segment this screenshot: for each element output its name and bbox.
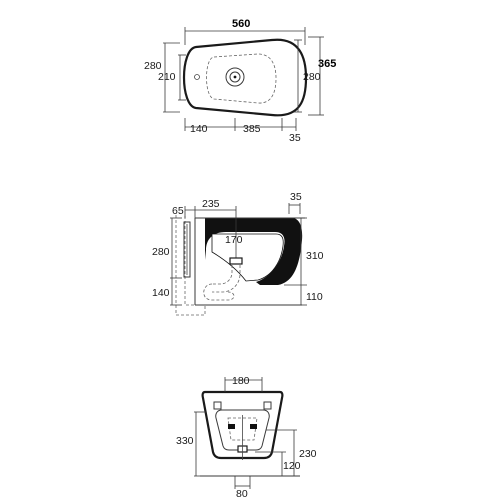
dim-label-365: 365 bbox=[318, 58, 336, 70]
dim-label-front-120: 120 bbox=[283, 460, 301, 472]
side-view-drain bbox=[229, 257, 243, 265]
dim-label-side-110: 110 bbox=[306, 291, 323, 303]
front-view-supply-right bbox=[250, 424, 257, 429]
side-view-carrier bbox=[183, 221, 191, 278]
front-view: 180 330 230 120 80 bbox=[176, 375, 317, 500]
dim-label-left-280: 280 bbox=[144, 60, 162, 72]
side-view-drain-pipe bbox=[212, 260, 241, 293]
front-view-inner-dashed bbox=[227, 417, 258, 441]
dim-label-left-210: 210 bbox=[158, 71, 176, 83]
top-view: 560 280 210 280 365 140 385 35 bbox=[144, 18, 336, 144]
side-view: 65 235 35 170 280 140 310 110 bbox=[152, 191, 324, 316]
drain-inner bbox=[229, 71, 241, 83]
dim-label-side-65: 65 bbox=[172, 205, 184, 217]
front-view-supply-left bbox=[228, 424, 235, 429]
top-view-outline bbox=[182, 38, 308, 117]
dim-label-bottom-385: 385 bbox=[243, 123, 261, 135]
dim-label-side-280: 280 bbox=[152, 246, 170, 258]
dim-label-front-80: 80 bbox=[236, 488, 248, 500]
drain-center bbox=[233, 75, 237, 79]
side-view-trap bbox=[203, 283, 235, 301]
dim-label-right-280: 280 bbox=[303, 71, 321, 83]
drain-outer bbox=[225, 67, 245, 87]
dim-label-front-330: 330 bbox=[176, 435, 194, 447]
dim-label-bottom-35: 35 bbox=[289, 132, 301, 144]
front-view-fixing-right bbox=[263, 401, 272, 410]
dim-label-bottom-140: 140 bbox=[190, 123, 208, 135]
dim-label-front-180: 180 bbox=[232, 375, 250, 387]
front-view-outline bbox=[201, 390, 284, 460]
dim-label-560: 560 bbox=[232, 18, 250, 30]
tap-hole bbox=[194, 74, 200, 80]
dim-label-side-140: 140 bbox=[152, 287, 170, 299]
dim-label-side-235: 235 bbox=[202, 198, 220, 210]
front-view-fixing-left bbox=[213, 401, 222, 410]
dim-label-front-230: 230 bbox=[299, 448, 317, 460]
dim-label-side-35: 35 bbox=[290, 191, 302, 203]
dim-label-side-310: 310 bbox=[306, 250, 324, 262]
front-view-plate bbox=[215, 409, 270, 451]
dim-label-side-170: 170 bbox=[225, 234, 243, 246]
side-view-bowl bbox=[211, 233, 284, 282]
top-view-inner-dashed bbox=[206, 53, 277, 104]
side-view-body bbox=[205, 218, 303, 285]
